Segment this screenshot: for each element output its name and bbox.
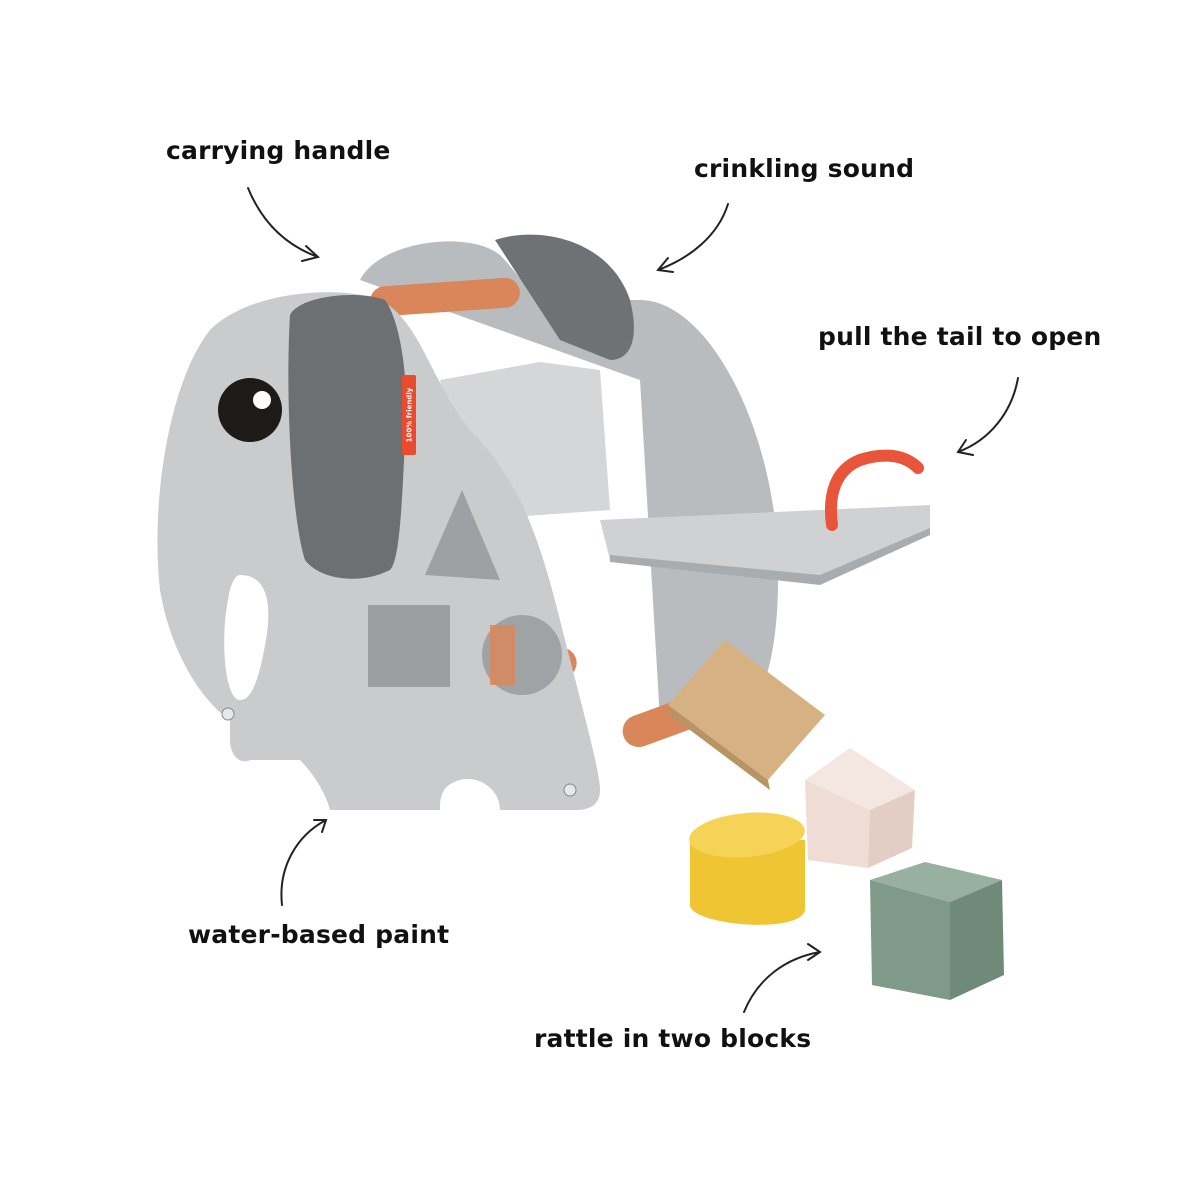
arrow-rattle-blocks — [743, 943, 822, 1013]
block-pink-triangle — [805, 748, 915, 868]
back-ear — [495, 234, 634, 360]
arrow-carrying-handle — [247, 187, 321, 262]
square-hole — [368, 605, 450, 687]
arrow-water-paint — [280, 819, 328, 906]
screw — [221, 707, 235, 721]
annotation-rattle-blocks: rattle in two blocks — [534, 1024, 812, 1053]
block-green-cube — [870, 862, 1004, 1000]
carrying-handle-bar — [370, 277, 520, 317]
tail-flap — [600, 505, 930, 580]
front-ear — [288, 295, 407, 579]
eye — [218, 378, 282, 442]
annotation-pull-tail: pull the tail to open — [818, 322, 1102, 351]
elephant-toy: 100% friendly — [157, 234, 930, 810]
annotation-water-paint: water-based paint — [188, 920, 450, 949]
triangle-hole — [425, 490, 500, 580]
block-yellow-cylinder — [689, 812, 805, 925]
arrow-crinkling-sound — [656, 203, 729, 273]
annotation-crinkling-sound: crinkling sound — [694, 154, 915, 183]
tail-rope — [824, 449, 924, 531]
screw — [563, 783, 577, 797]
fabric-tag — [402, 375, 416, 455]
fabric-tag-text: 100% friendly — [406, 387, 414, 442]
arrow-pull-tail — [956, 377, 1019, 456]
annotation-carrying-handle: carrying handle — [166, 136, 391, 165]
block-wood-cube — [668, 640, 825, 790]
